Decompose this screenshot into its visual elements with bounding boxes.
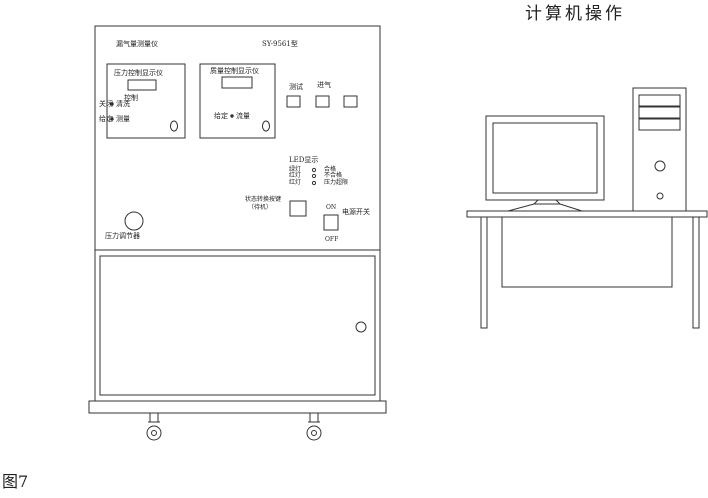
spare-button (343, 95, 358, 108)
pressure-control-label: 控制 (124, 94, 138, 102)
desk-leg-left (480, 216, 488, 329)
wheel (306, 425, 322, 441)
cabinet-door-handle (355, 321, 367, 333)
led-indicator (311, 173, 317, 179)
desk-top (466, 210, 708, 218)
led-row-color: 绿灯 (289, 166, 302, 173)
led-title: LED显示 (289, 156, 319, 164)
led-row-color: 红灯 (289, 179, 302, 186)
mass-panel-title: 质量控制显示仪 (210, 67, 259, 75)
wheel-hub (151, 430, 157, 436)
led-indicator (311, 167, 317, 173)
wheel-bracket (148, 413, 160, 423)
knob-label: 压力调节器 (105, 232, 140, 240)
test-button (286, 95, 301, 108)
power-off-label: OFF (325, 236, 339, 243)
led-indicator (311, 180, 317, 186)
pressure-measure-label: 测量 (116, 115, 130, 123)
instrument-name: 漏气量测量仪 (116, 40, 158, 48)
mass-flow-label: 流量 (236, 112, 250, 120)
test-button-label: 测试 (289, 83, 303, 91)
pressure-panel-indicator (110, 117, 114, 121)
pressure-close-label: 关闭 (99, 100, 113, 108)
mode-switch-label: 状态转换按键 (245, 196, 282, 203)
pc-drive-bay (638, 118, 681, 131)
mass-panel-indicator (230, 114, 234, 118)
mass-panel-display (221, 76, 253, 89)
figure-title: 计算机操作 (525, 4, 625, 24)
monitor-screen (492, 122, 598, 194)
wheel (146, 425, 162, 441)
pressure-set-label: 给定 (99, 115, 113, 123)
figure-label: 图7 (2, 472, 29, 491)
pc-power-button (654, 160, 666, 172)
pressure-panel-knob (170, 120, 178, 132)
mode-switch-key (289, 200, 307, 217)
led-row-meaning: 不合格 (324, 172, 343, 179)
mass-panel-frame (199, 63, 276, 139)
pressure-panel-title: 压力控制显示仪 (114, 69, 163, 77)
intake-button (315, 95, 330, 108)
pc-drive-bay (638, 106, 681, 119)
instrument-base (88, 400, 387, 414)
led-row-meaning: 压力超限 (324, 179, 349, 186)
cabinet-outer (94, 249, 381, 402)
pressure-panel-frame (106, 63, 186, 139)
wheel-bracket (308, 413, 320, 423)
pc-led (656, 192, 664, 200)
led-row-color: 红灯 (289, 172, 302, 179)
power-switch-label: 电源开关 (342, 208, 370, 216)
pc-drive-bay (638, 94, 681, 107)
instrument-model: SY-9561型 (262, 40, 298, 48)
pressure-panel-display (127, 79, 157, 91)
monitor-neck (533, 199, 561, 205)
monitor-stand (507, 203, 583, 212)
desk-leg-right (692, 216, 700, 329)
monitor-bezel (485, 115, 605, 201)
power-on-label: ON (326, 204, 337, 211)
cabinet-door (99, 255, 376, 396)
intake-button-label: 进气 (317, 81, 331, 89)
pc-tower (632, 87, 687, 212)
mode-switch-sublabel: （待机） (248, 204, 273, 211)
wheel-hub (311, 430, 317, 436)
power-switch (323, 214, 339, 231)
led-row-meaning: 合格 (324, 166, 337, 173)
pressure-clear-label: 清洗 (116, 100, 130, 108)
pressure-panel-indicator (110, 102, 114, 106)
mass-panel-knob (262, 120, 270, 132)
mass-set-label: 给定 (214, 112, 228, 120)
desk-drawer (501, 217, 673, 288)
pressure-regulator-knob (124, 211, 144, 231)
